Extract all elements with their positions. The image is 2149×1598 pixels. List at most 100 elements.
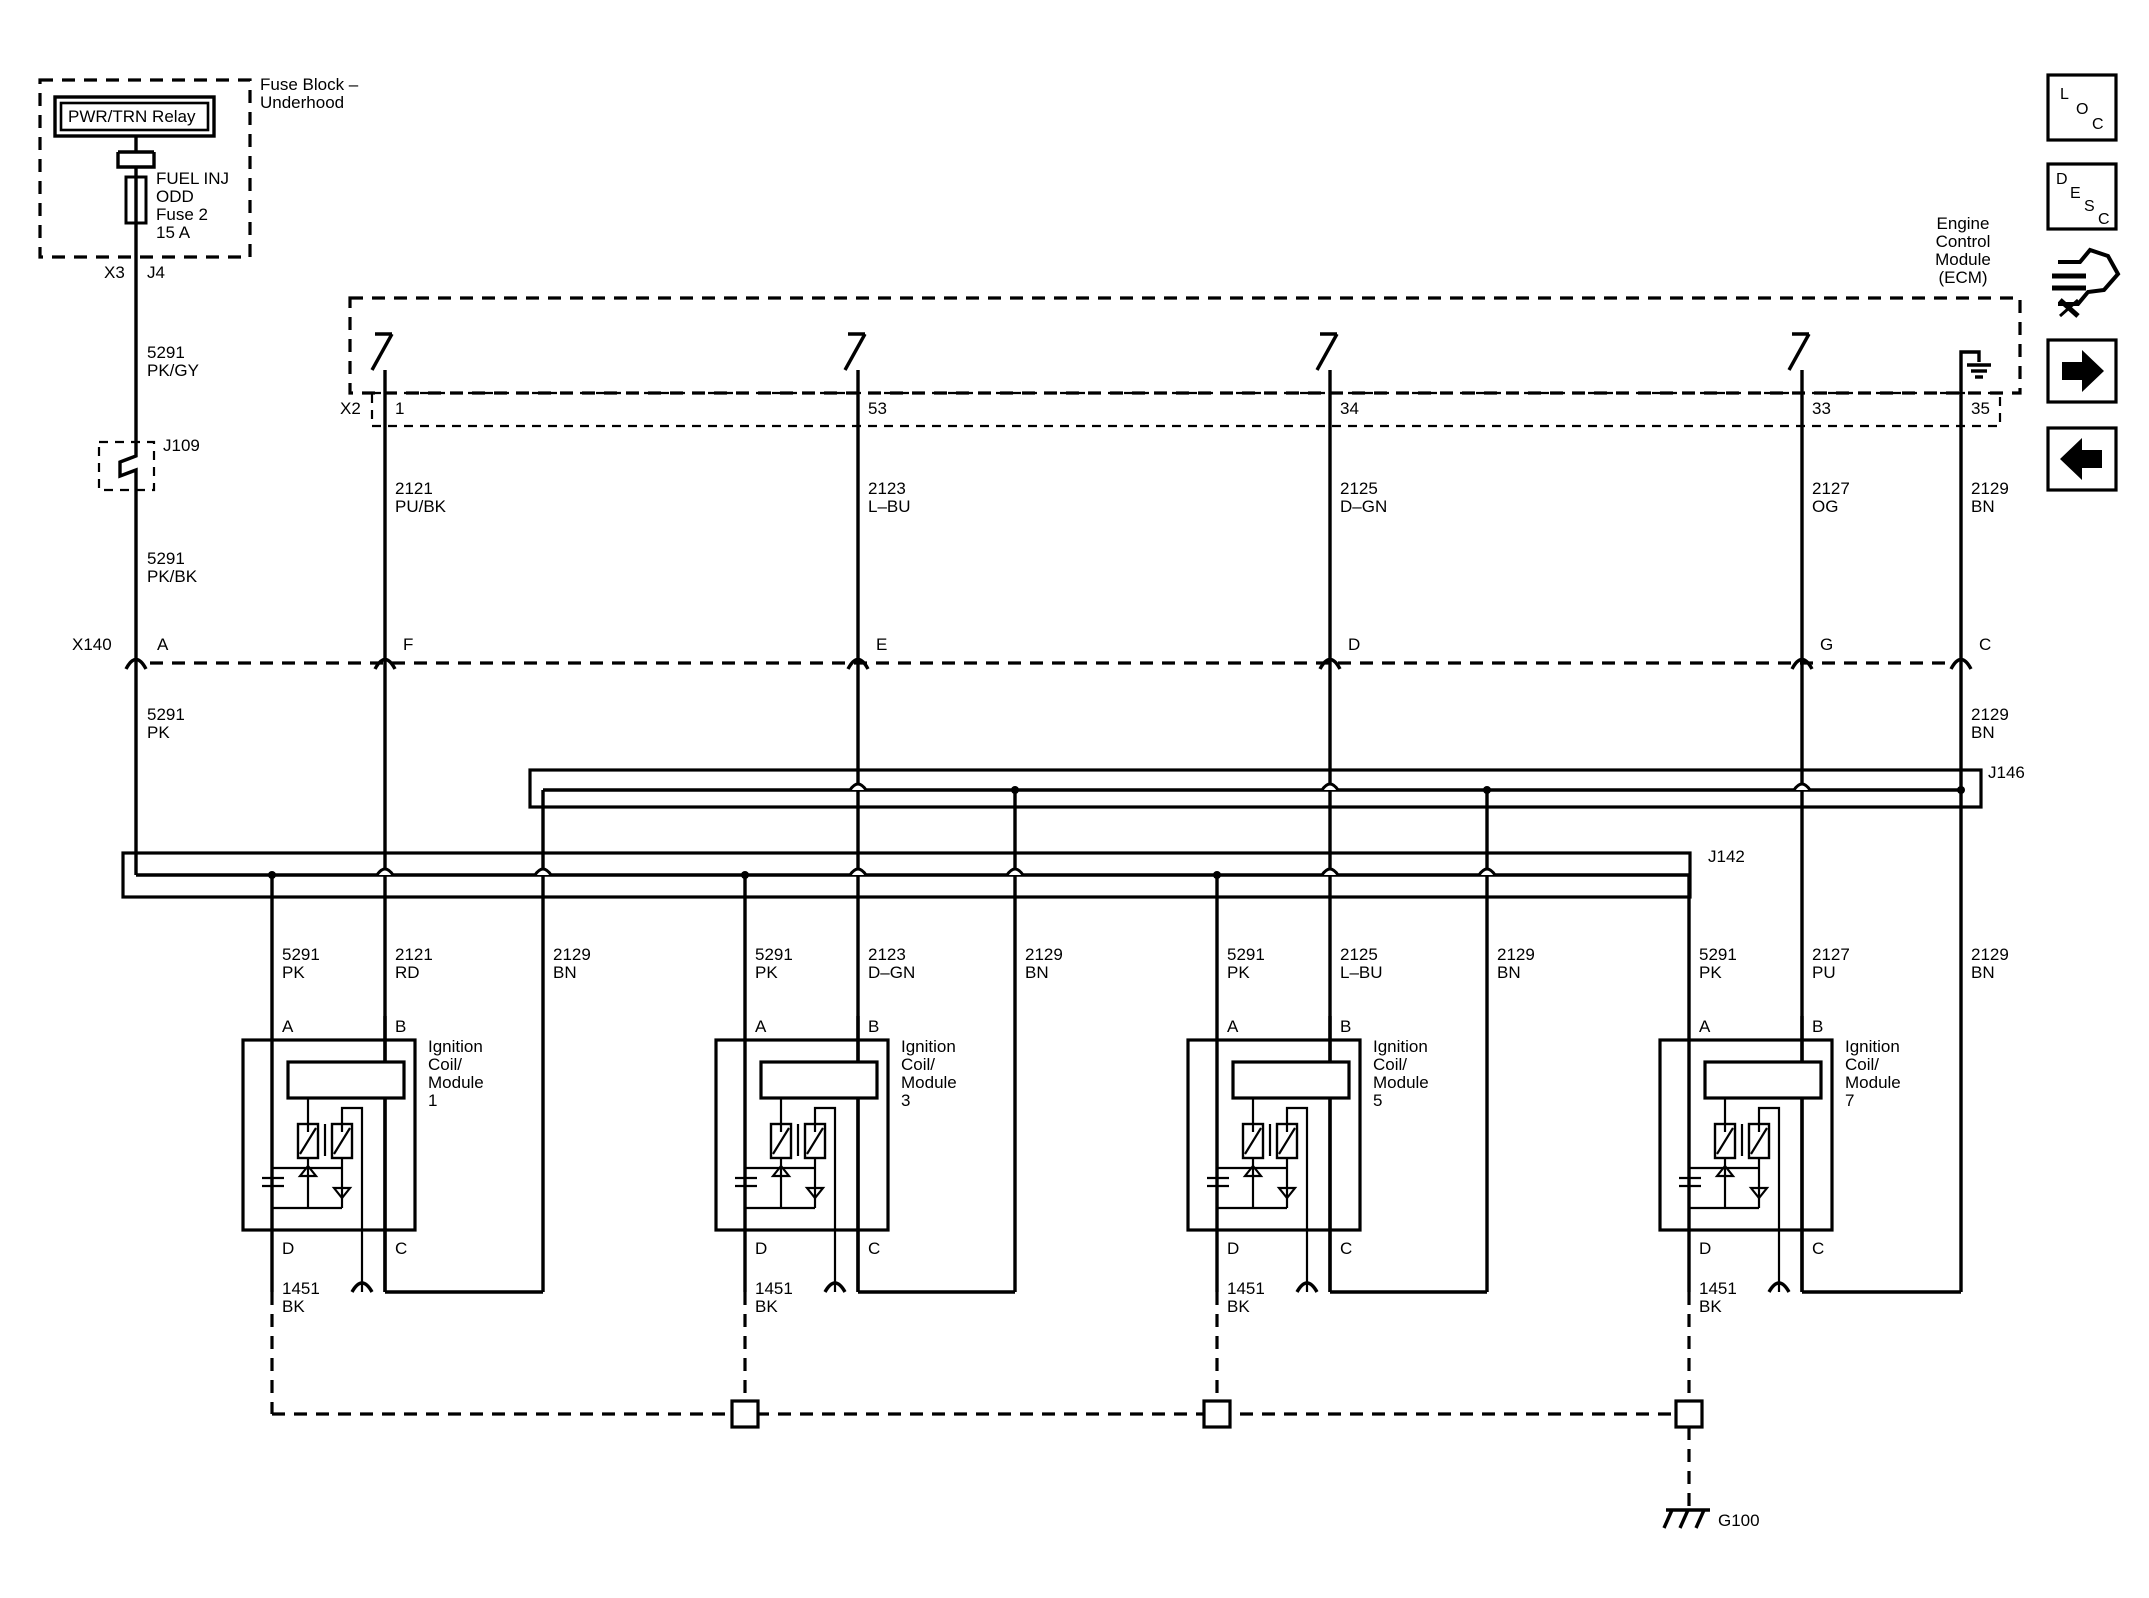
ground-splice-1 bbox=[730, 1399, 760, 1429]
wire-2129-circuit: 2129 bbox=[1971, 479, 2009, 498]
wire-2123-color: L–BU bbox=[868, 497, 911, 516]
coil7-ground-color: BK bbox=[1699, 1297, 1722, 1316]
coil7-title-3: Module bbox=[1845, 1073, 1901, 1092]
coil1-pin-d: D bbox=[282, 1239, 294, 1258]
coil1-signal-circuit: 2121 bbox=[395, 945, 433, 964]
ecm-pin-33: 33 bbox=[1812, 399, 1831, 418]
coil3-ground-circuit: 1451 bbox=[755, 1279, 793, 1298]
ecm-ground-35 bbox=[1959, 350, 1991, 426]
coil1-title-3: Module bbox=[428, 1073, 484, 1092]
ground-g100-label: G100 bbox=[1718, 1511, 1760, 1530]
coil3-pin-d: D bbox=[755, 1239, 767, 1258]
loc-o: O bbox=[2076, 101, 2088, 118]
desc-icon bbox=[2046, 162, 2118, 231]
coil7-pin-d: D bbox=[1699, 1239, 1711, 1258]
coil7-signal-color: PU bbox=[1812, 963, 1836, 982]
fuse-block-underhood: Fuse Block – Underhood PWR/TRN Relay FUE… bbox=[38, 75, 359, 282]
fuse-block-title-1: Fuse Block – bbox=[260, 75, 359, 94]
ground-splice-2 bbox=[1202, 1399, 1232, 1429]
wire-2125-circuit: 2125 bbox=[1340, 479, 1378, 498]
coil7-signal-circuit: 2127 bbox=[1812, 945, 1850, 964]
ecm-pin-35: 35 bbox=[1971, 399, 1990, 418]
ecm-title-4: (ECM) bbox=[1938, 268, 1987, 287]
coil3-ground-color: BK bbox=[755, 1297, 778, 1316]
ground-bus: G100 bbox=[270, 1292, 1760, 1530]
harness-wires-below-x140: 5291 PK 2129 BN bbox=[134, 683, 2009, 1292]
coil5-number: 5 bbox=[1373, 1091, 1382, 1110]
coil1-ground-color: BK bbox=[282, 1297, 305, 1316]
coil1-title-1: Ignition bbox=[428, 1037, 483, 1056]
ecm-driver-53 bbox=[843, 332, 867, 426]
ecm-driver-1 bbox=[370, 332, 394, 426]
coil5-pin-d: D bbox=[1227, 1239, 1239, 1258]
splice-j142: J142 bbox=[121, 847, 1745, 1016]
loc-c: C bbox=[2092, 116, 2104, 133]
desc-d: D bbox=[2056, 171, 2068, 188]
coil1-low-circuit: 2129 bbox=[553, 945, 591, 964]
ignition-coil-module-1: 5291 PK 2121 RD 2129 BN A B Ignition Coi… bbox=[241, 945, 591, 1316]
coil7-ground-circuit: 1451 bbox=[1699, 1279, 1737, 1298]
coil3-title-1: Ignition bbox=[901, 1037, 956, 1056]
x140-pin-c-label: C bbox=[1979, 635, 1991, 654]
coil3-title-3: Module bbox=[901, 1073, 957, 1092]
fuse-block-title-2: Underhood bbox=[260, 93, 344, 112]
nav-connector-view-button[interactable] bbox=[2052, 247, 2121, 318]
feed-circuit-3: 5291 bbox=[147, 705, 185, 724]
coil5-pin-a: A bbox=[1227, 1017, 1239, 1036]
coil5-ground-circuit: 1451 bbox=[1227, 1279, 1265, 1298]
ecm-pin-1: 1 bbox=[395, 399, 404, 418]
coil7-low-color: BN bbox=[1971, 963, 1995, 982]
ground-splice-3 bbox=[1674, 1399, 1704, 1429]
previous-arrow-icon bbox=[2060, 438, 2102, 480]
ecm-driver-33 bbox=[1787, 332, 1811, 426]
x140-pin-g bbox=[1790, 655, 1814, 683]
ecm-pin-34: 34 bbox=[1340, 399, 1359, 418]
x140-pin-d bbox=[1318, 655, 1342, 683]
wire-2129-below-color: BN bbox=[1971, 723, 1995, 742]
wire-2123-circuit: 2123 bbox=[868, 479, 906, 498]
relay-label: PWR/TRN Relay bbox=[68, 107, 196, 126]
feed-color-3: PK bbox=[147, 723, 170, 742]
coil5-signal-color: L–BU bbox=[1340, 963, 1383, 982]
fuse-label-2: ODD bbox=[156, 187, 194, 206]
coil7-pin-c: C bbox=[1812, 1239, 1824, 1258]
wire-2129-color: BN bbox=[1971, 497, 1995, 516]
nav-next-button[interactable] bbox=[2046, 338, 2118, 404]
x140-pin-a bbox=[124, 657, 148, 683]
coil3-low-circuit: 2129 bbox=[1025, 945, 1063, 964]
coil3-feed-circuit: 5291 bbox=[755, 945, 793, 964]
coil3-signal-color: D–GN bbox=[868, 963, 915, 982]
ecm-title-3: Module bbox=[1935, 250, 1991, 269]
wire-2127-color: OG bbox=[1812, 497, 1838, 516]
feed-color-2: PK/BK bbox=[147, 567, 198, 586]
coil1-number: 1 bbox=[428, 1091, 437, 1110]
feed-wire-5291: 5291 PK/GY J109 5291 PK/BK bbox=[97, 223, 200, 660]
wire-2125-color: D–GN bbox=[1340, 497, 1387, 516]
coil1-feed-circuit: 5291 bbox=[282, 945, 320, 964]
coil1-ground-circuit: 1451 bbox=[282, 1279, 320, 1298]
nav-previous-button[interactable] bbox=[2046, 426, 2118, 492]
nav-desc-button[interactable]: D E S C bbox=[2046, 162, 2118, 231]
wire-2127-circuit: 2127 bbox=[1812, 479, 1850, 498]
coil1-low-color: BN bbox=[553, 963, 577, 982]
wire-2121-circuit: 2121 bbox=[395, 479, 433, 498]
nav-loc-button[interactable]: L O C bbox=[2046, 73, 2118, 142]
coil5-feed-circuit: 5291 bbox=[1227, 945, 1265, 964]
loc-l: L bbox=[2060, 86, 2069, 103]
coil7-title-2: Coil/ bbox=[1845, 1055, 1879, 1074]
coil7-low-circuit: 2129 bbox=[1971, 945, 2009, 964]
desc-s: S bbox=[2084, 198, 2095, 215]
coil3-pin-c: C bbox=[868, 1239, 880, 1258]
feed-circuit-2: 5291 bbox=[147, 549, 185, 568]
x140-pin-g-label: G bbox=[1820, 635, 1833, 654]
splice-j146-label: J146 bbox=[1988, 763, 2025, 782]
coil5-low-color: BN bbox=[1497, 963, 1521, 982]
ignition-coil-module-5: 5291 PK 2125 L–BU 2129 BN A B Ignition C… bbox=[1186, 945, 1535, 1316]
fuse-label-3: Fuse 2 bbox=[156, 205, 208, 224]
x140-pin-d-label: D bbox=[1348, 635, 1360, 654]
loc-icon bbox=[2046, 73, 2118, 142]
connector-x3: X3 bbox=[104, 263, 125, 282]
splice-j142-label: J142 bbox=[1708, 847, 1745, 866]
ecm-title-1: Engine bbox=[1937, 214, 1990, 233]
